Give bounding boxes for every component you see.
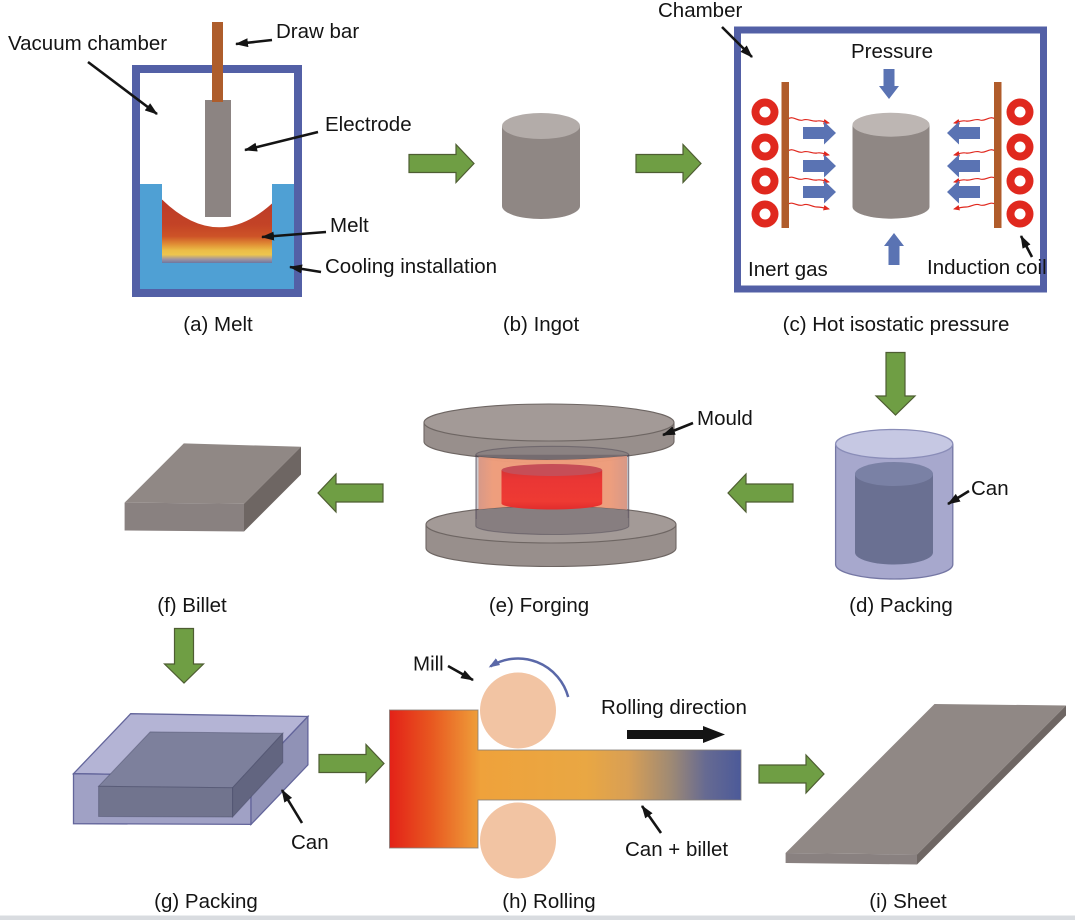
flow-arrow-d-to-e	[727, 472, 794, 514]
panel-e-forging: Mould (e) Forging	[423, 403, 753, 617]
caption-e: (e) Forging	[489, 594, 589, 617]
draw-bar	[212, 22, 223, 102]
rotation-arrow	[488, 657, 570, 698]
caption-d: (d) Packing	[849, 594, 953, 617]
roll-bottom	[480, 802, 556, 879]
billet-top-face	[124, 443, 301, 504]
panel-b-ingot: (b) Ingot	[502, 113, 580, 336]
rolling-strip	[389, 709, 742, 849]
panel-h-rolling: Mill Rolling direction Can + billet (h) …	[389, 653, 747, 913]
label-electrode: Electrode	[325, 113, 412, 136]
can-inner-top	[855, 462, 933, 486]
pressure-arrow-left-2	[803, 154, 836, 178]
flow-arrow-a-to-b	[408, 142, 475, 185]
pressure-arrow-left-1	[803, 121, 836, 145]
induction-coil-right-holes	[1014, 106, 1026, 220]
label-can-billet: Can + billet	[625, 838, 728, 861]
flow-arrow-h-to-i	[758, 753, 825, 795]
sheet-top-face	[785, 704, 1066, 855]
draw-bar-pointer-arrow	[235, 38, 273, 48]
billet-side-face	[244, 446, 301, 532]
flow-arrow-f-to-g	[163, 627, 205, 684]
caption-a: (a) Melt	[183, 313, 253, 336]
flow-arrow-g-to-h	[318, 742, 385, 785]
packing-slab-side-face	[232, 732, 284, 819]
forging-billet-body	[501, 470, 603, 510]
flow-arrow-b-to-c	[635, 142, 702, 185]
label-melt: Melt	[330, 214, 369, 237]
packing-slab-front-face	[98, 785, 234, 818]
panel-i-sheet: (i) Sheet	[785, 704, 1066, 913]
label-mill: Mill	[413, 653, 444, 676]
panel-g-packing: Can (g) Packing	[72, 713, 329, 913]
melt-pointer-arrow	[261, 230, 327, 241]
electrode-pointer-arrow	[244, 130, 319, 152]
can-inner-body	[855, 474, 933, 553]
caption-h: (h) Rolling	[502, 890, 595, 913]
can-d-pointer-arrow	[947, 489, 970, 506]
mould-top-face	[423, 403, 675, 442]
induction-coil-pointer-arrow	[1019, 235, 1034, 258]
sheet-side-face	[917, 705, 1066, 865]
induction-coil-bar-right	[994, 82, 1002, 228]
caption-c: (c) Hot isostatic pressure	[783, 313, 1010, 336]
mill-pointer-arrow	[447, 664, 474, 682]
label-mould: Mould	[697, 407, 753, 430]
induction-coil-bar-left	[781, 82, 789, 228]
sheet-front-face	[785, 853, 917, 865]
label-draw-bar: Draw bar	[276, 20, 359, 43]
label-can-d: Can	[971, 477, 1009, 500]
cooling-installation	[140, 184, 294, 289]
hip-cylinder-top	[852, 112, 930, 137]
label-chamber: Chamber	[658, 0, 742, 22]
caption-b: (b) Ingot	[503, 313, 580, 336]
heat-waves-left	[787, 117, 830, 211]
pressure-arrow-up	[884, 233, 904, 265]
caption-f: (f) Billet	[157, 594, 227, 617]
cooling-pointer-arrow	[289, 264, 322, 274]
label-can-g: Can	[291, 831, 329, 854]
label-cooling-installation: Cooling installation	[325, 255, 497, 278]
electrode	[205, 100, 231, 217]
pressure-arrow-right-2	[947, 154, 980, 178]
melt-pool	[162, 199, 272, 263]
label-rolling-direction: Rolling direction	[601, 696, 747, 719]
caption-g: (g) Packing	[154, 890, 258, 913]
caption-i: (i) Sheet	[869, 890, 947, 913]
label-pressure: Pressure	[851, 40, 933, 63]
flow-arrow-e-to-f	[317, 472, 384, 514]
label-inert-gas: Inert gas	[748, 258, 828, 281]
packing-box-side-face	[250, 714, 309, 827]
footer-strip	[0, 915, 1075, 920]
flow-arrow-c-to-d	[874, 351, 917, 416]
can-billet-pointer-arrow	[640, 805, 663, 834]
induction-coil-left-holes	[759, 106, 771, 220]
pressure-arrow-right-1	[947, 121, 980, 145]
ingot-body	[502, 126, 580, 206]
panel-f-billet: (f) Billet	[124, 443, 301, 617]
pressure-arrows	[803, 69, 980, 265]
can-g-pointer-arrow	[280, 789, 304, 824]
mould-pointer-arrow	[662, 421, 694, 437]
pressure-arrow-left-3	[803, 180, 836, 204]
hip-cylinder-body	[852, 124, 930, 207]
label-induction-coil: Induction coil	[927, 256, 1047, 279]
roll-top	[480, 672, 556, 749]
pressure-arrow-right-3	[947, 180, 980, 204]
panel-c-hip: Chamber Pressure Inert gas Induction coi…	[658, 0, 1047, 336]
billet-front-face	[124, 502, 244, 532]
ingot-top	[502, 113, 580, 139]
vacuum-chamber-pointer-arrow	[87, 60, 158, 116]
chamber-pointer-arrow	[721, 26, 753, 58]
forging-billet-top	[501, 464, 603, 476]
heat-waves-right	[953, 117, 996, 211]
panel-d-packing: Can (d) Packing	[834, 428, 1009, 617]
can-outer-top	[834, 428, 954, 460]
panel-a-melt: Vacuum chamber Draw bar Electrode Melt C…	[8, 20, 497, 336]
label-vacuum-chamber: Vacuum chamber	[8, 32, 167, 55]
pressure-arrow-down	[879, 69, 899, 99]
rolling-direction-arrow	[627, 726, 725, 743]
